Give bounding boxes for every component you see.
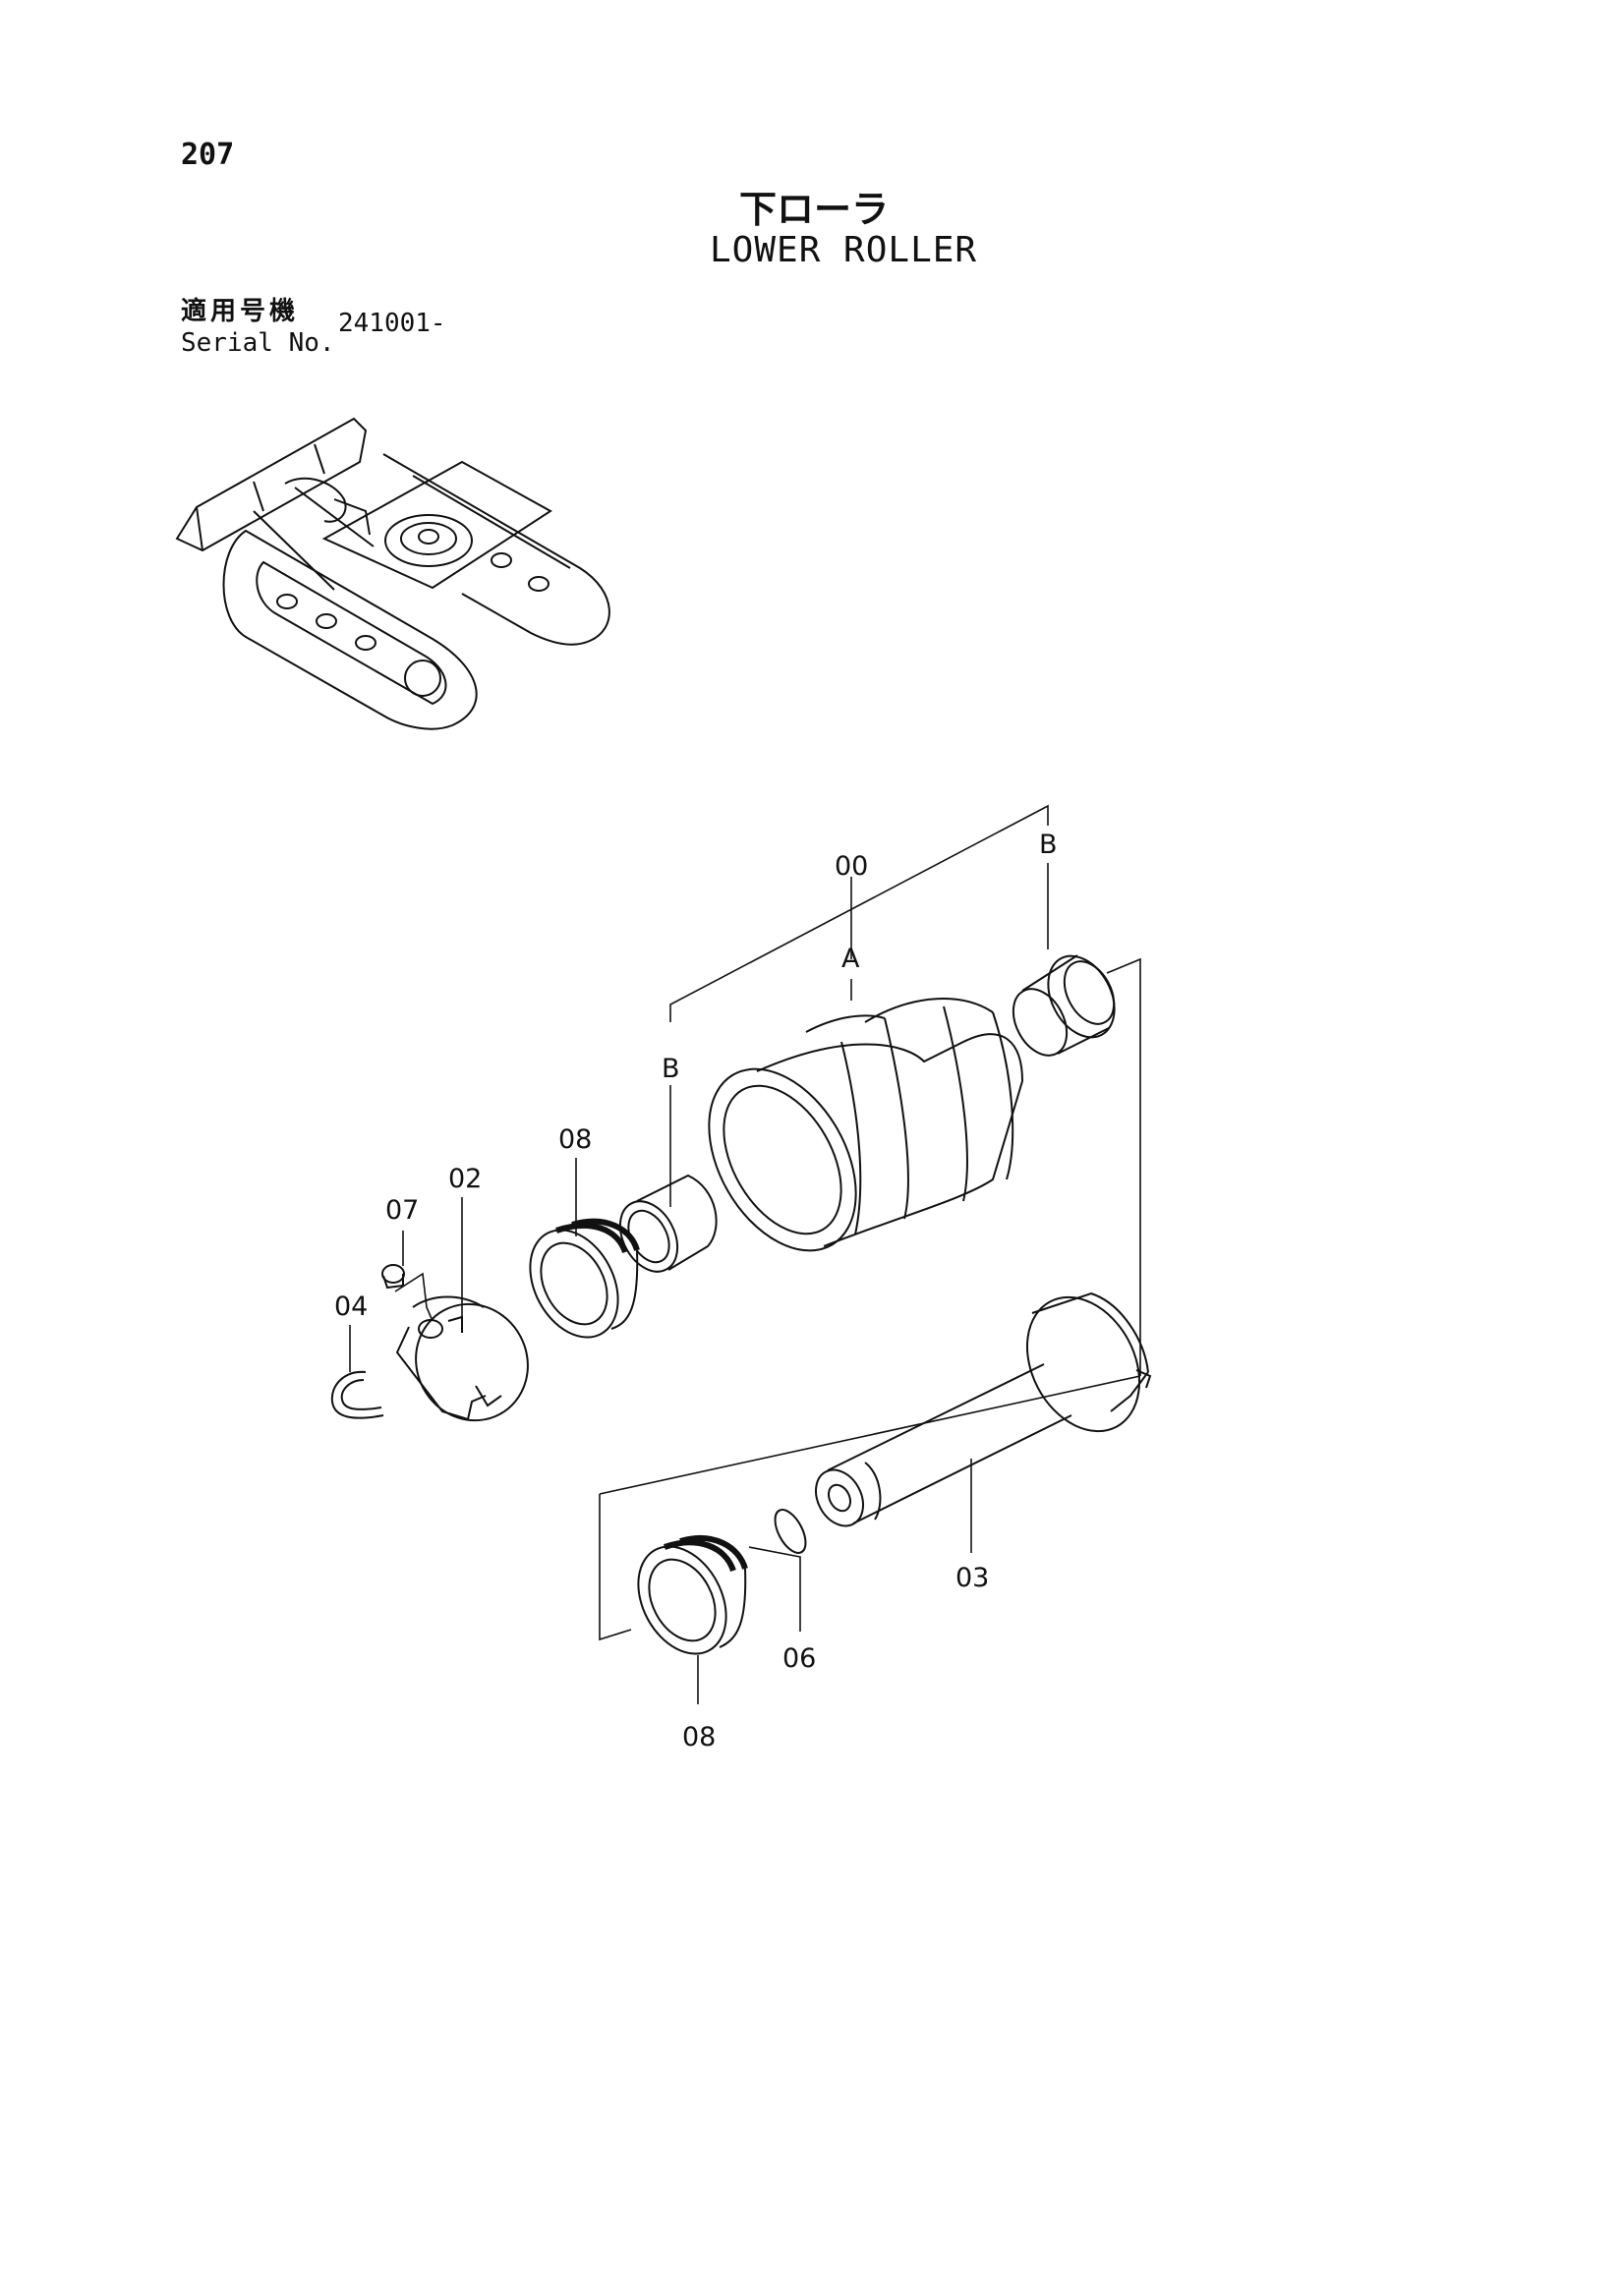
o-ring <box>774 1509 807 1554</box>
callout-b-upper: B <box>1039 830 1058 860</box>
callout-a: A <box>841 944 860 974</box>
callout-08-upper: 08 <box>558 1124 592 1155</box>
page-number: 207 <box>181 138 235 172</box>
assembly-bracket <box>599 804 1141 1641</box>
undercarriage-overview-illustration <box>175 417 610 730</box>
callout-03: 03 <box>955 1563 989 1593</box>
callout-02: 02 <box>448 1164 482 1194</box>
roller-body <box>708 998 1023 1252</box>
callout-07: 07 <box>385 1195 419 1226</box>
callout-08-lower: 08 <box>682 1722 716 1752</box>
serial-label-japanese: 適用号機 <box>181 297 300 326</box>
page-title-japanese: 下ローラ <box>739 188 890 231</box>
retaining-ring <box>330 1370 384 1419</box>
floating-seal-lower <box>637 1534 748 1655</box>
bushing-right <box>1012 954 1116 1057</box>
shaft <box>815 1292 1152 1527</box>
serial-number-value: 241001- <box>338 309 446 338</box>
plug <box>381 1264 434 1322</box>
leader-lines <box>349 863 1049 1704</box>
page-title: LOWER ROLLER <box>710 230 978 270</box>
callout-assembly: 00 <box>835 851 868 882</box>
callout-06: 06 <box>782 1643 816 1674</box>
callout-04: 04 <box>334 1292 368 1322</box>
collar <box>395 1295 529 1422</box>
floating-seal-upper <box>529 1218 640 1339</box>
callout-b-lower: B <box>662 1054 680 1084</box>
serial-label: Serial No. <box>181 328 335 358</box>
